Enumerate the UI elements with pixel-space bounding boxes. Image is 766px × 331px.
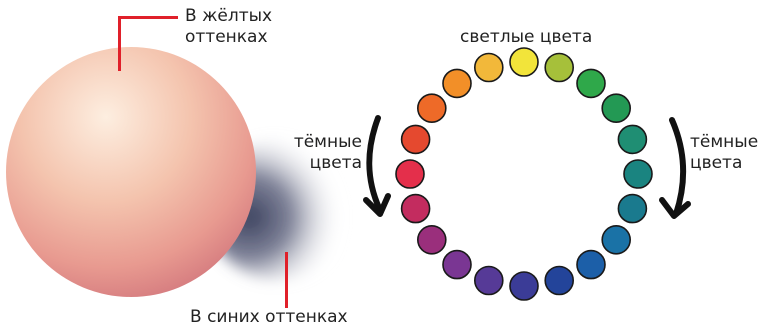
dark-colors-left-label: тёмные цвета	[292, 132, 362, 174]
dark-colors-right-line-2: цвета	[690, 153, 743, 173]
left-curved-arrow-icon	[366, 115, 383, 213]
right-curved-arrow-icon	[669, 117, 686, 217]
color-swatch	[576, 68, 606, 99]
color-swatch	[400, 124, 431, 155]
color-swatch	[473, 265, 504, 296]
yellow-callout-line	[118, 16, 121, 71]
left-arrowhead-icon	[363, 193, 391, 217]
dark-colors-right-label: тёмные цвета	[690, 132, 758, 174]
yellow-tones-label: В жёлтых оттенках	[185, 6, 272, 48]
color-swatch	[623, 159, 653, 189]
color-swatch	[400, 193, 431, 224]
yellow-callout-hline	[118, 16, 178, 19]
color-swatch	[395, 159, 425, 189]
color-swatch	[617, 124, 648, 155]
color-swatch	[601, 225, 632, 255]
color-swatch	[601, 93, 632, 123]
yellow-tones-line-2: оттенках	[185, 27, 268, 47]
color-swatch	[544, 265, 575, 296]
right-arrowhead-icon	[659, 197, 691, 219]
blue-tones-label: В синих оттенках	[190, 307, 348, 327]
color-swatch	[442, 68, 472, 99]
color-swatch	[416, 93, 447, 123]
color-swatch	[416, 225, 447, 255]
dark-colors-right-line-1: тёмные	[690, 132, 759, 152]
light-colors-label: светлые цвета	[460, 27, 593, 47]
dark-colors-left-line-1: тёмные	[293, 132, 362, 152]
color-swatch	[473, 52, 504, 83]
color-swatch	[544, 52, 575, 83]
color-wheel	[395, 47, 653, 301]
color-swatch	[617, 193, 648, 224]
dark-colors-left-line-2: цвета	[309, 153, 362, 173]
shaded-sphere	[6, 47, 256, 297]
color-swatch	[509, 47, 539, 77]
color-swatch	[442, 249, 472, 280]
color-swatch	[576, 249, 606, 280]
blue-callout-line	[285, 252, 288, 308]
color-swatch	[509, 271, 539, 301]
yellow-tones-line-1: В жёлтых	[185, 6, 273, 26]
